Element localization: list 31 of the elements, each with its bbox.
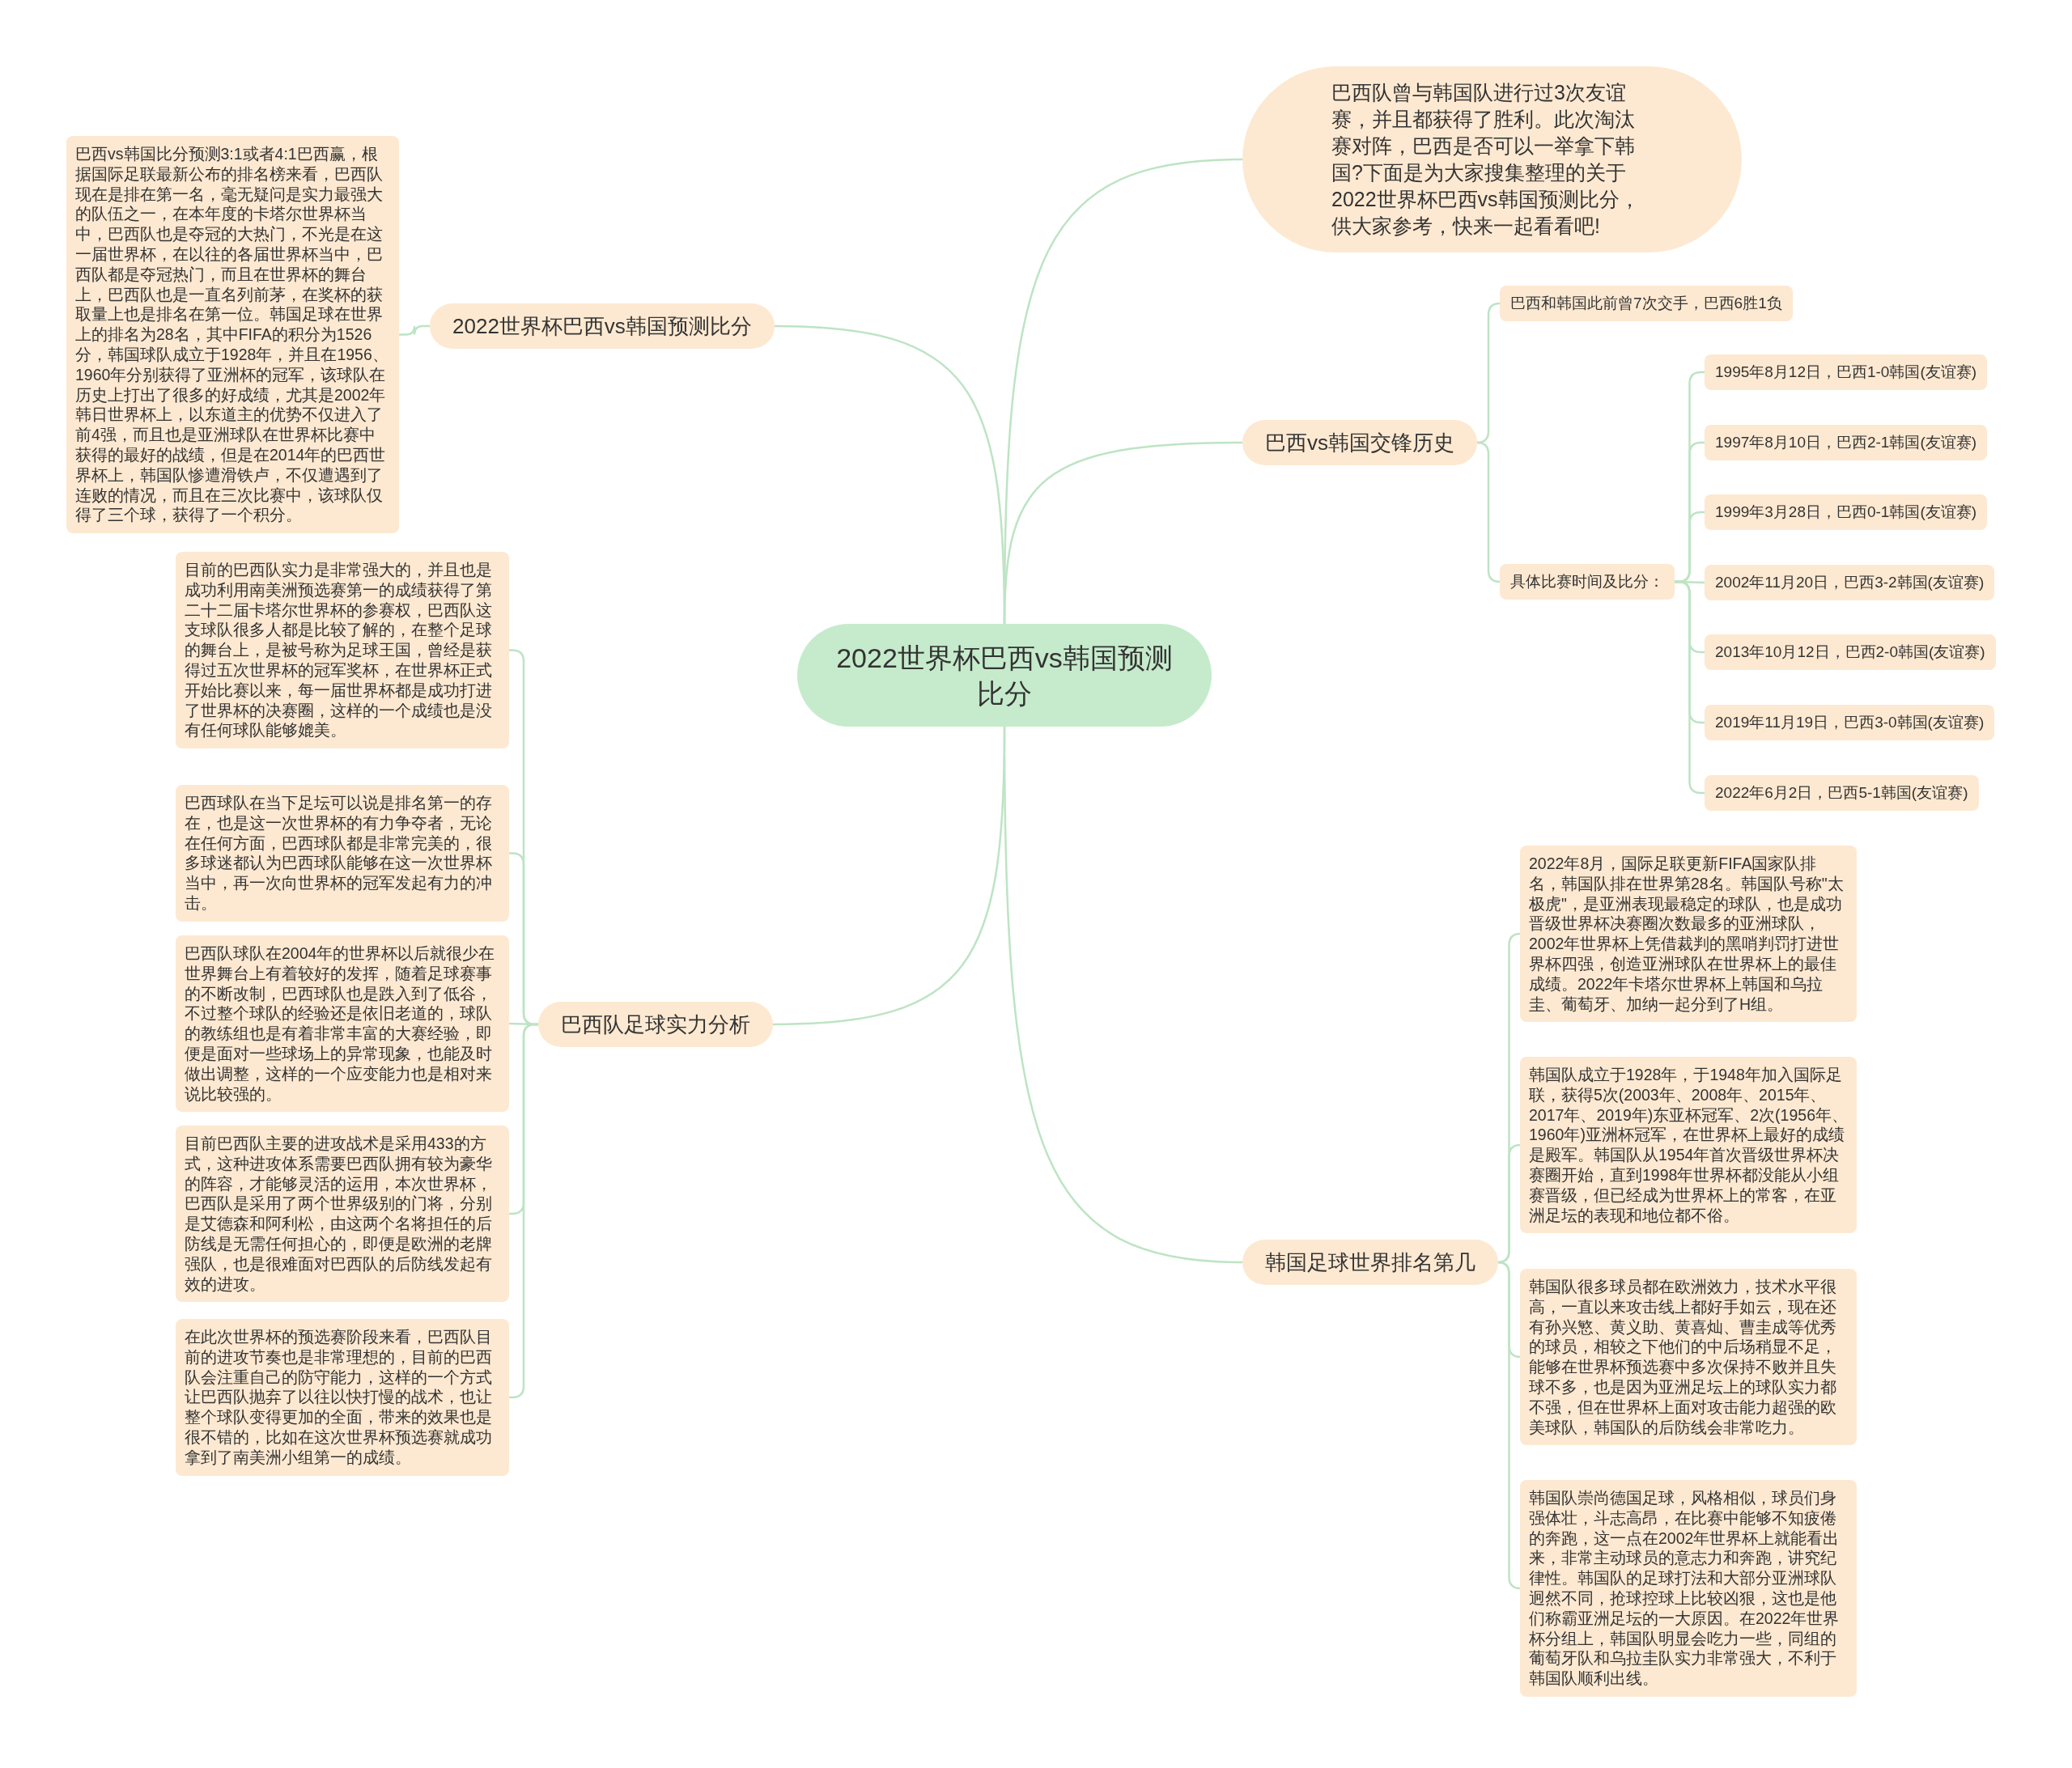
intro-bubble: 巴西队曾与韩国队进行过3次友谊赛，并且都获得了胜利。此次淘汰赛对阵，巴西是否可以一举拿下韩国?下面是为大家搜集整理的关于2022世界杯巴西vs韩国预测比分，供大家参考，快来一起看看吧!: [1242, 66, 1742, 252]
match-box: 2013年10月12日，巴西2-0韩国(友谊赛): [1705, 634, 1996, 670]
connector-line: [509, 1023, 538, 1399]
subtopic-box: 具体比赛时间及比分：: [1500, 564, 1675, 600]
text-card: 2022年8月，国际足联更新FIFA国家队排名，韩国队排在世界第28名。韩国队号称"太极虎"，是亚洲表现最稳定的球队，也是成功晋级世界杯决赛圈次数最多的亚洲球队，2002年世界杯上凭借裁判的黑哨判罚打进世界杯四强，创造亚洲球队在世界杯上的最佳成绩。2022年卡塔尔世界杯上韩国和乌拉圭、葡萄牙、加纳一起分到了H组。: [1520, 846, 1857, 1023]
connector-line: [1497, 1261, 1522, 1590]
match-box: 2002年11月20日，巴西3-2韩国(友谊赛): [1705, 565, 1995, 600]
text-card: 目前巴西队主要的进攻战术是采用433的方式，这种进攻体系需要巴西队拥有较为豪华的阵容，才能够灵活的运用，本次世界杯，巴西队是采用了两个世界级别的门将，分别是艾德森和阿利松，由这两个名将担任的后防线是无需任何担心的，即便是欧洲的老牌强队，也是很难面对巴西队的后防线发起有效的进攻。: [176, 1126, 509, 1303]
topic-box: 2022世界杯巴西vs韩国预测比分: [430, 303, 775, 349]
topic-box: 韩国足球世界排名第几: [1242, 1240, 1498, 1285]
text-card: 韩国队崇尚德国足球，风格相似，球员们身强体壮，斗志高昂，在比赛中能够不知疲倦的奔跑，这一点在2002年世界杯上就能看出来，非常主动球员的意志力和奔跑，讲究纪律性。韩国队的足球打法和大部分亚洲球队迥然不同，抢球控球上比较凶狠，这也是他们称霸亚洲足坛的一大原因。在2022年世界杯分组上，韩国队明显会吃力一些，同组的葡萄牙队和乌拉圭队实力非常强大，不利于韩国队顺利出线。: [1520, 1480, 1857, 1697]
text-card: 巴西球队在当下足坛可以说是排名第一的存在，也是这一次世界杯的有力争夺者，无论在任何方面，巴西球队都是非常完美的，很多球迷都认为巴西球队能够在这一次世界杯当中，再一次向世界杯的冠军发起有力的冲击。: [176, 785, 509, 922]
match-box: 1995年8月12日，巴西1-0韩国(友谊赛): [1705, 354, 1988, 390]
text-card: 韩国队很多球员都在欧洲效力，技术水平很高，一直以来攻击线上都好手如云，现在还有孙兴慜、黄义助、黄喜灿、曹圭成等优秀的球员，相较之下他们的中后场稍显不足，能够在世界杯预选赛中多次保持不败并且失球不多，也是因为亚洲足坛上的球队实力都不强，但在世界杯上面对攻击能力超强的欧美球队，韩国队的后防线会非常吃力。: [1520, 1269, 1857, 1446]
text-card: 韩国队成立于1928年，于1948年加入国际足联，获得5次(2003年、2008年、2015年、2017年、2019年)东亚杯冠军、2次(1956年、1960年)亚洲杯冠军，在世界杯上最好的成绩是殿军。韩国队从1954年首次晋级世界杯决赛圈开始，直到1998年世界杯都没能从小组赛晋级，但已经成为世界杯上的常客，在亚洲足坛的表现和地位都不俗。: [1520, 1057, 1857, 1234]
topic-box: 巴西队足球实力分析: [538, 1002, 773, 1047]
text-card: 在此次世界杯的预选赛阶段来看，巴西队目前的进攻节奏也是非常理想的，目前的巴西队会注重自己的防守能力，这样的一个方式让巴西队抛弃了以往以快打慢的战术，也让整个球队变得更加的全面，带来的效果也是很不错的，比如在这次世界杯预选赛就成功拿到了南美洲小组第一的成绩。: [176, 1319, 509, 1476]
match-box: 1997年8月10日，巴西2-1韩国(友谊赛): [1705, 425, 1988, 460]
connector-line: [1003, 727, 1243, 1264]
text-card: 巴西队球队在2004年的世界杯以后就很少在世界舞台上有着较好的发挥，随着足球赛事的不断改制，巴西球队也是跌入到了低谷，不过整个球队的经验还是依旧老道的，球队的教练组也是有着非常丰富的大赛经验，即便是面对一些球场上的异常现象，也能及时做出调整，这样的一个应变能力也是相对来说比较强的。: [176, 935, 509, 1113]
connector-line: [1003, 441, 1243, 625]
match-box: 1999年3月28日，巴西0-1韩国(友谊赛): [1705, 494, 1988, 530]
match-box: 2019年11月19日，巴西3-0韩国(友谊赛): [1705, 705, 1995, 740]
text-card: 巴西vs韩国比分预测3:1或者4:1巴西赢，根据国际足联最新公布的排名榜来看，巴西队现在是排在第一名，毫无疑问是实力最强大的队伍之一，在本年度的卡塔尔世界杯当中，巴西队也是夺冠的大热门，不光是在这一届世界杯，在以往的各届世界杯当中，巴西队都是夺冠热门，而且在世界杯的舞台上，巴西队也是一直名列前茅，在奖杯的获取量上也是排名在第一位。韩国足球在世界上的排名为28名，其中FIFA的积分为1526分，韩国球队成立于1928年，并且在1956、1960年分别获得了亚洲杯的冠军，该球队在历史上打出了很多的好成绩，尤其是2002年韩日世界杯上，以东道主的优势不仅进入了前4强，而且也是亚洲球队在世界杯比赛中获得的最好的战绩，但是在2014年的巴西世界杯上，韩国队惨遭滑铁卢，不仅遭遇到了连败的情况，而且在三次比赛中，该球队仅得了三个球，获得了一个积分。: [66, 136, 399, 534]
text-card: 目前的巴西队实力是非常强大的，并且也是成功利用南美洲预选赛第一的成绩获得了第二十二届卡塔尔世界杯的参赛权，巴西队这支球队很多人都是比较了解的，在整个足球的舞台上，是被号称为足球王国，曾经是获得过五次世界杯的冠军奖杯，在世界杯正式开始比赛以来，每一届世界杯都是成功打进了世界杯的决赛圈，这样的一个成绩也是没有任何球队能够媲美。: [176, 552, 509, 749]
central-topic: 2022世界杯巴西vs韩国预测比分: [797, 624, 1212, 727]
topic-box: 巴西vs韩国交锋历史: [1242, 420, 1477, 465]
connector-line: [399, 324, 430, 336]
connector-line: [1475, 441, 1501, 583]
subtopic-box: 巴西和韩国此前曾7次交手，巴西6胜1负: [1500, 286, 1793, 321]
match-box: 2022年6月2日，巴西5-1韩国(友谊赛): [1705, 775, 1979, 811]
